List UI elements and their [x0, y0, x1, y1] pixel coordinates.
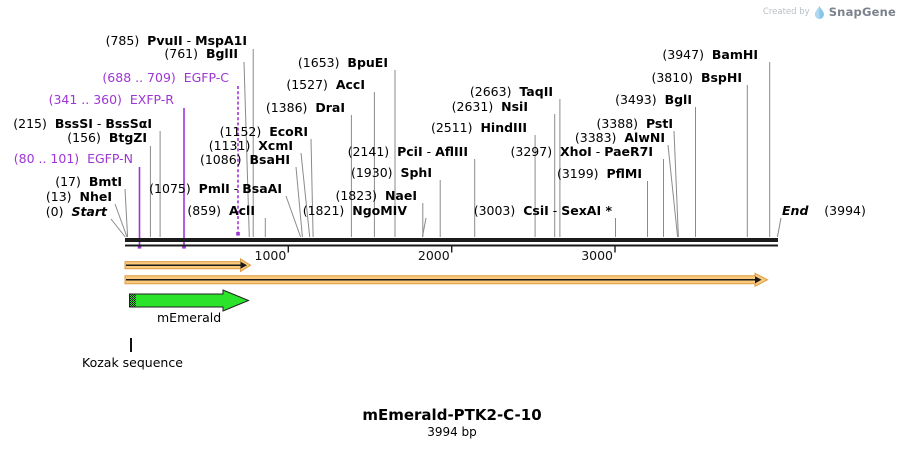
snapgene-logo-icon — [814, 5, 824, 19]
brand-text: SnapGene — [828, 5, 896, 19]
plasmid-length: 3994 bp — [427, 425, 477, 439]
created-by-text: Created by — [762, 7, 810, 17]
leader-line-start — [110, 218, 126, 238]
kozak-tick — [130, 338, 132, 352]
ruler-top-line — [125, 238, 778, 242]
leader-line-bmti — [124, 188, 129, 238]
backbone-arrow-short-head — [240, 261, 247, 269]
leader-line-end — [776, 217, 782, 238]
leader-line-xcmi — [300, 152, 311, 238]
leader-line-bsahi — [295, 166, 303, 238]
leader-line-bglii — [243, 61, 250, 238]
gene-arrow-memerald — [129, 289, 250, 312]
plasmid-title: mEmerald-PTK2-C-10 — [362, 406, 542, 424]
backbone-arrow-long-head — [755, 276, 762, 284]
leader-line-pmli-bsaai — [285, 195, 302, 238]
leader-line-nhei — [114, 203, 128, 238]
leader-line-ecori — [310, 138, 314, 238]
snapgene-credit: Created by SnapGene — [763, 5, 896, 19]
gene-arrow-hatch — [130, 294, 136, 307]
primer-foot-egfp-n — [137, 245, 142, 249]
title-block: mEmerald-PTK2-C-10 3994 bp — [0, 406, 904, 439]
leader-line-psti — [673, 130, 679, 238]
primer-foot-exfp-r — [182, 245, 186, 249]
leader-line-alwni — [667, 144, 679, 238]
primer-foot-egfp-c — [236, 232, 240, 236]
